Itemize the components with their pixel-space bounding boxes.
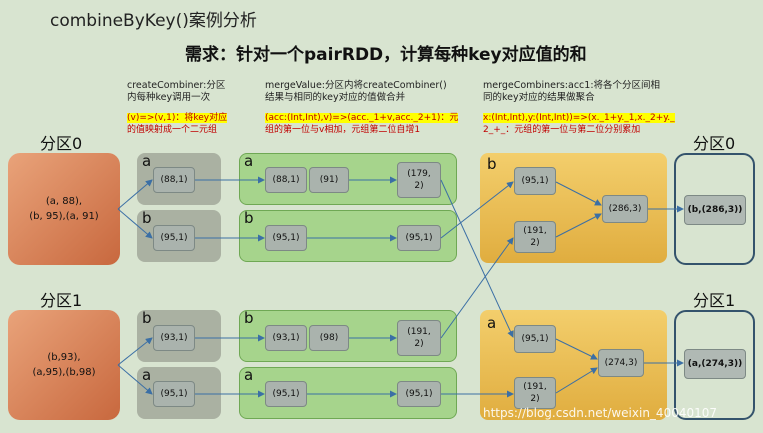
merge-value-cell: (95,1) bbox=[265, 381, 307, 407]
merge-value-input-cell: (91) bbox=[309, 167, 349, 193]
requirement-heading: 需求：针对一个pairRDD，计算每种key对应值的和 bbox=[185, 45, 587, 65]
merge-value-result-cell: (179, 2) bbox=[397, 162, 441, 198]
combiner-cell: (95,1) bbox=[153, 225, 195, 251]
merge-value-formula: (acc:(Int,Int),v)=>(acc._1+v,acc._2+1)：元… bbox=[265, 113, 459, 135]
merge-value-cell: (88,1) bbox=[265, 167, 307, 193]
output-result-b: (b,(286,3)) bbox=[684, 195, 746, 225]
merge-combiners-desc: mergeCombiners:acc1:将各个分区间相 同的key对应的结果做聚… bbox=[483, 80, 661, 103]
merge-value-cell: (93,1) bbox=[265, 325, 307, 351]
merge-combiners-sum-cell: (286,3) bbox=[602, 195, 648, 223]
merge-combiners-cell: (95,1) bbox=[514, 167, 556, 195]
arrow-merge-combiners bbox=[555, 367, 598, 394]
group-key: b bbox=[142, 309, 152, 327]
page-title: combineByKey()案例分析 bbox=[50, 11, 257, 31]
partition-1-label: 分区1 bbox=[40, 291, 83, 310]
arrow-source-b-p1 bbox=[117, 337, 153, 366]
merge-combiners-cell: (95,1) bbox=[514, 325, 556, 353]
merge-value-input-cell: (98) bbox=[309, 325, 349, 351]
arrow-source-b-p0 bbox=[117, 208, 153, 239]
merge-value-result-cell: (95,1) bbox=[397, 381, 441, 407]
arrow-merge-combiners bbox=[555, 338, 598, 360]
arrow-shuffle-a bbox=[440, 179, 514, 338]
create-combiner-formula: (v)=>(v,1)：将key对应 的值映射成一个二元组 bbox=[127, 113, 228, 135]
merge-value-desc: mergeValue:分区内将createCombiner() 结果与相同的ke… bbox=[265, 80, 447, 103]
combiner-cell: (93,1) bbox=[153, 325, 195, 351]
source-partition-0: (a, 88), (b, 95),(a, 91) bbox=[8, 153, 120, 265]
group-key: a bbox=[244, 366, 254, 384]
group-key: b bbox=[244, 209, 254, 227]
merge-combiners-cell: (191, 2) bbox=[514, 221, 556, 253]
group-key: a bbox=[142, 366, 152, 384]
arrow-source-a-p1 bbox=[117, 364, 153, 395]
group-key: b bbox=[244, 309, 254, 327]
output-partition-1-label: 分区1 bbox=[693, 291, 736, 310]
create-combiner-desc: createCombiner:分区 内每种key调用一次 bbox=[127, 80, 226, 103]
merge-combiners-cell: (191, 2) bbox=[514, 377, 556, 409]
arrow-merge-combiners bbox=[555, 181, 602, 206]
partition-0-label: 分区0 bbox=[40, 134, 83, 153]
arrow-shuffle-b bbox=[440, 237, 514, 339]
output-partition-0-label: 分区0 bbox=[693, 134, 736, 153]
group-key: b bbox=[142, 209, 152, 227]
combiner-cell: (95,1) bbox=[153, 381, 195, 407]
group-key: a bbox=[487, 314, 497, 332]
merge-combiners-formula: x:(Int,Int),y:(Int,Int))=>(x._1+y._1,x._… bbox=[483, 113, 675, 135]
group-key: a bbox=[142, 152, 152, 170]
source-partition-1: (b,93), (a,95),(b,98) bbox=[8, 310, 120, 420]
merge-value-result-cell: (191, 2) bbox=[397, 320, 441, 356]
output-result-a: (a,(274,3)) bbox=[684, 349, 746, 379]
group-key: a bbox=[244, 152, 254, 170]
merge-combiners-sum-cell: (274,3) bbox=[598, 349, 644, 377]
arrow-merge-combiners bbox=[555, 213, 602, 238]
arrow-source-a-p0 bbox=[117, 179, 153, 210]
combiner-cell: (88,1) bbox=[153, 167, 195, 193]
group-key: b bbox=[487, 155, 497, 173]
merge-value-cell: (95,1) bbox=[265, 225, 307, 251]
watermark: https://blog.csdn.net/weixin_40040107 bbox=[483, 406, 718, 420]
arrow-shuffle-b bbox=[440, 181, 514, 239]
merge-value-result-cell: (95,1) bbox=[397, 225, 441, 251]
